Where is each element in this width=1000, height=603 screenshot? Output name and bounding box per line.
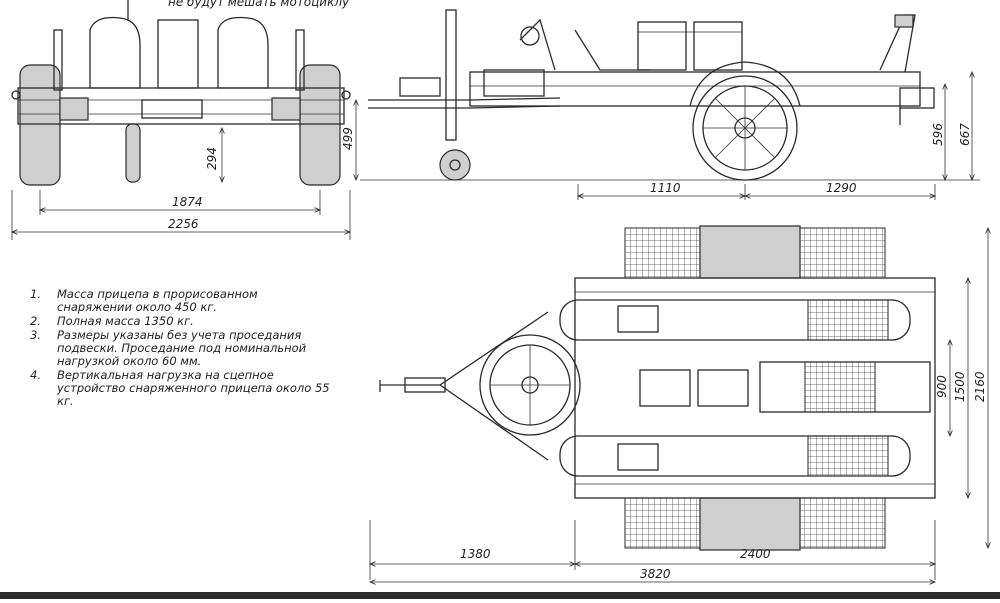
dim-499: 499 bbox=[341, 127, 355, 150]
side-fender bbox=[689, 61, 801, 107]
plate-holder bbox=[141, 99, 203, 119]
center-box bbox=[157, 19, 199, 89]
note-number: 3. bbox=[30, 328, 41, 342]
bottom-bar bbox=[0, 592, 1000, 599]
dim-1110: 1110 bbox=[650, 181, 681, 195]
front-right-wheel bbox=[299, 64, 341, 186]
top-spare-wheel bbox=[479, 334, 581, 436]
side-jockey-wheel bbox=[439, 149, 471, 181]
note-text: Полная масса 1350 кг. bbox=[57, 314, 194, 328]
dim-900: 900 bbox=[935, 375, 949, 398]
top-box-1 bbox=[639, 369, 691, 407]
top-drawbar bbox=[380, 311, 549, 461]
side-box-1 bbox=[637, 21, 687, 71]
note-item: 4. Вертикальная нагрузка на сцепное устро… bbox=[30, 369, 330, 408]
right-lamp bbox=[271, 97, 301, 121]
dim-3820: 3820 bbox=[640, 567, 671, 581]
left-lamp bbox=[59, 97, 89, 121]
notes-list: 1. Масса прицепа в прорисованном снаряжен… bbox=[30, 288, 330, 409]
jockey-stand bbox=[445, 9, 457, 141]
dim-1500: 1500 bbox=[953, 371, 967, 402]
note-number: 1. bbox=[30, 287, 41, 301]
dim-1874: 1874 bbox=[172, 195, 203, 209]
front-jockey-wheel bbox=[125, 123, 141, 183]
top-view: 1380 2400 3820 900 1500 2160 bbox=[370, 225, 988, 582]
top-box-2 bbox=[697, 369, 749, 407]
top-rail-lower bbox=[559, 435, 911, 477]
front-view: 294 1874 2256 bbox=[12, 0, 350, 240]
dim-2400: 2400 bbox=[740, 547, 771, 561]
left-seat bbox=[89, 16, 141, 89]
note-item: 1. Масса прицепа в прорисованном снаряжен… bbox=[30, 288, 330, 314]
dim-1290: 1290 bbox=[826, 181, 857, 195]
note-item: 2. Полная масса 1350 кг. bbox=[30, 315, 330, 328]
note-text: Масса прицепа в прорисованном снаряжении… bbox=[57, 287, 258, 314]
side-coupling bbox=[399, 77, 441, 97]
note-number: 4. bbox=[30, 368, 41, 382]
side-box-2 bbox=[693, 21, 743, 71]
top-note: не будут мешать мотоциклу bbox=[168, 0, 350, 9]
note-text: Размеры указаны без учета проседания под… bbox=[57, 328, 307, 368]
dim-596: 596 bbox=[931, 123, 945, 146]
note-text: Вертикальная нагрузка на сцепное устройс… bbox=[57, 368, 330, 408]
dim-2256: 2256 bbox=[168, 217, 199, 231]
dim-2160: 2160 bbox=[973, 371, 987, 402]
dim-294: 294 bbox=[205, 147, 219, 170]
note-item: 3. Размеры указаны без учета проседания п… bbox=[30, 329, 330, 368]
side-platform bbox=[469, 71, 921, 107]
front-left-wheel bbox=[19, 64, 61, 186]
top-frame bbox=[574, 277, 936, 499]
side-view: 499 1110 1290 596 667 bbox=[341, 9, 980, 200]
right-seat bbox=[217, 16, 269, 89]
note-number: 2. bbox=[30, 314, 41, 328]
top-rail-upper bbox=[559, 299, 911, 341]
dim-1380: 1380 bbox=[460, 547, 491, 561]
dim-667: 667 bbox=[958, 123, 972, 146]
